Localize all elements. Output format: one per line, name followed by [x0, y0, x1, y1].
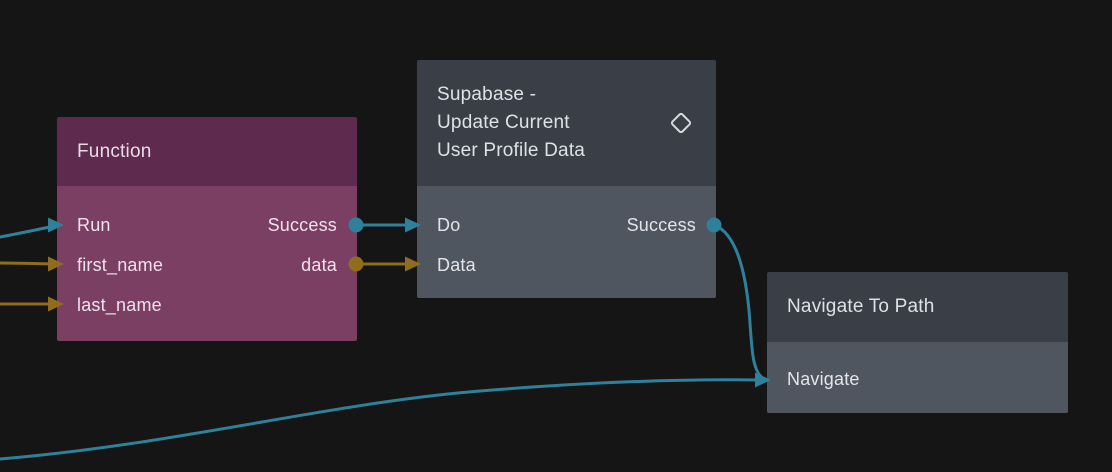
- node-supabase-body: Do Success Data: [417, 186, 716, 298]
- input-port-do[interactable]: Do: [437, 214, 461, 235]
- wire-in-to-run[interactable]: [0, 223, 62, 239]
- port-row: Run Success: [57, 205, 357, 245]
- port-row: Navigate: [767, 359, 1068, 399]
- input-port-first-name[interactable]: first_name: [77, 254, 164, 275]
- node-navigate-body: Navigate: [767, 342, 1068, 413]
- wire-supabase-success-to-navigate[interactable]: [712, 223, 766, 381]
- input-port-last-name[interactable]: last_name: [77, 294, 162, 315]
- node-navigate-to-path[interactable]: Navigate To Path Navigate: [767, 272, 1068, 413]
- input-port-data[interactable]: Data: [437, 254, 476, 275]
- node-function-title: Function: [77, 140, 152, 162]
- diamond-icon: [666, 108, 696, 138]
- node-function[interactable]: Function Run Success first_name data las…: [57, 117, 357, 341]
- node-function-body: Run Success first_name data last_name: [57, 186, 357, 341]
- node-navigate-header[interactable]: Navigate To Path: [767, 272, 1068, 342]
- node-supabase-update-profile[interactable]: Supabase - Update Current User Profile D…: [417, 60, 716, 298]
- port-row: first_name data: [57, 245, 357, 285]
- node-function-header[interactable]: Function: [57, 117, 357, 186]
- port-row: last_name: [57, 285, 357, 325]
- port-row: Data: [417, 245, 716, 285]
- output-port-data[interactable]: data: [301, 254, 337, 275]
- output-port-success[interactable]: Success: [626, 214, 696, 235]
- node-navigate-title: Navigate To Path: [787, 296, 935, 317]
- port-row: Do Success: [417, 205, 716, 245]
- input-port-run[interactable]: Run: [77, 214, 111, 235]
- wire-in-to-first-name[interactable]: [0, 261, 62, 266]
- output-port-success[interactable]: Success: [267, 214, 337, 235]
- wire-bottom-to-navigate[interactable]: [0, 378, 764, 461]
- input-port-navigate[interactable]: Navigate: [787, 368, 860, 389]
- node-supabase-header[interactable]: Supabase - Update Current User Profile D…: [417, 60, 716, 186]
- node-supabase-title: Supabase - Update Current User Profile D…: [437, 84, 586, 161]
